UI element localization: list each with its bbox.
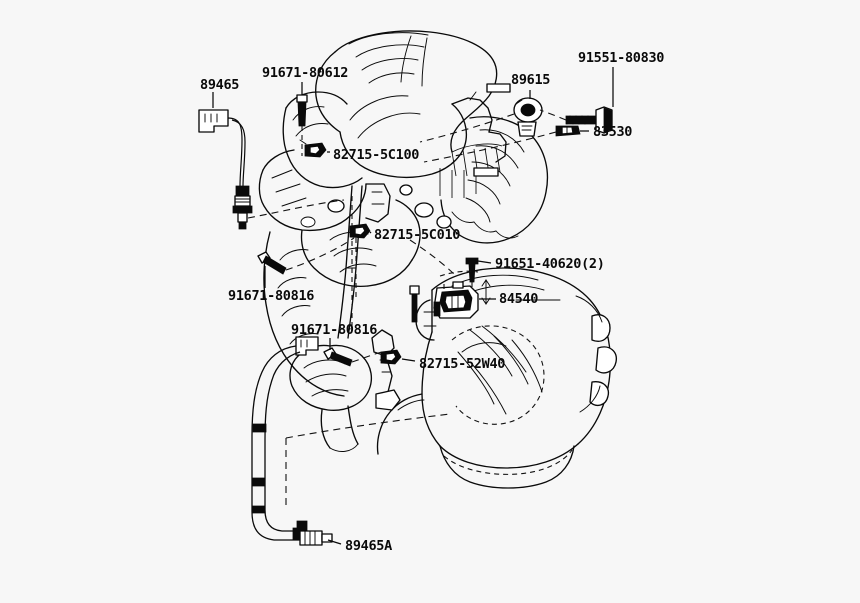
bolt-91651-40620-drawing <box>465 257 479 283</box>
callout-labels: 89465 91671-80612 91551-80830 89615 8353… <box>200 50 665 554</box>
bolt-91671-80816-lower-drawing <box>323 347 353 367</box>
clamp-82715-52W40-drawing <box>380 349 402 365</box>
exhaust-manifold-drawing <box>289 329 401 452</box>
callout-label-91671-80816-upper: 91671-80816 <box>228 288 314 304</box>
callout-label-91671-80816-lower: 91671-80816 <box>291 322 377 338</box>
callout-label-91551-80830: 91551-80830 <box>578 50 664 66</box>
callout-label-91651-40620: 91651-40620(2) <box>495 256 605 272</box>
bolt-91671-80612-drawing <box>296 94 308 127</box>
oxygen-sensor-upper-drawing <box>198 109 253 230</box>
bolt-91671-80816-upper-drawing <box>257 251 287 275</box>
engine-assembly-drawing <box>258 30 549 397</box>
transmission-assembly-drawing <box>376 267 617 489</box>
callout-label-89465A: 89465A <box>345 538 392 554</box>
callout-label-91671-80612: 91671-80612 <box>262 65 348 81</box>
neutral-start-switch-drawing <box>409 279 491 323</box>
callout-label-83530: 83530 <box>593 124 632 140</box>
callout-label-82715-5C010: 82715-5C010 <box>374 227 460 243</box>
oxygen-sensor-lower-drawing <box>251 336 333 546</box>
leader-lines <box>212 67 614 545</box>
callout-label-84540: 84540 <box>499 291 538 307</box>
callout-label-89465: 89465 <box>200 77 239 93</box>
oil-pressure-switch-drawing <box>555 125 581 137</box>
knock-sensor-drawing <box>513 97 543 137</box>
callout-label-82715-5C100: 82715-5C100 <box>333 147 419 163</box>
assembly-guide-lines <box>247 109 567 510</box>
bolt-91551-80830-drawing <box>565 106 613 134</box>
clamp-82715-5C100-drawing <box>299 139 327 158</box>
callout-label-89615: 89615 <box>511 72 550 88</box>
clamp-82715-5C010-drawing <box>349 223 371 239</box>
callout-label-82715-52W40: 82715-52W40 <box>419 356 505 372</box>
